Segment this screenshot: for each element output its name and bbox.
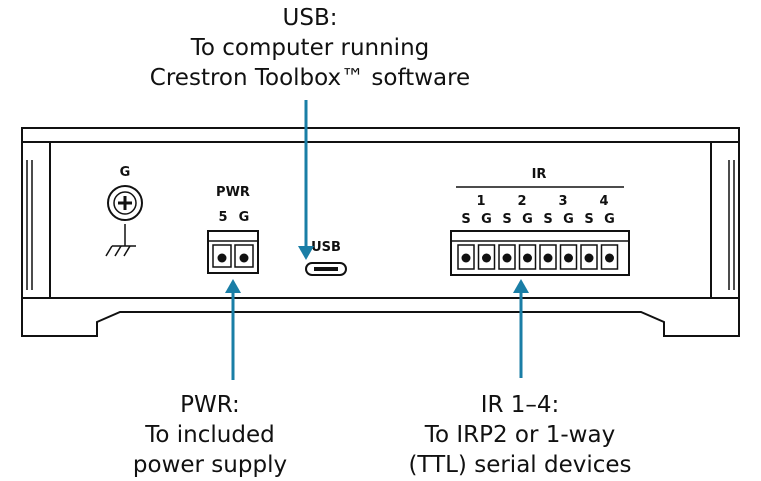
pwr-callout-title: PWR: xyxy=(180,392,240,418)
usb-port: USB xyxy=(305,240,347,276)
ir-terminal-slot xyxy=(477,244,496,270)
ir-terminal-screw xyxy=(502,253,512,263)
ir-terminal-screw xyxy=(461,253,471,263)
usb-callout-line2: To computer running xyxy=(190,35,430,61)
usb-callout-title: USB: xyxy=(282,5,338,31)
ir-pin-label: G xyxy=(604,212,615,227)
ir-pin-label: G xyxy=(481,212,492,227)
ir-callout-line2: To IRP2 or 1-way xyxy=(424,422,616,448)
ir-terminal-screw xyxy=(523,253,532,263)
pwr-label: PWR xyxy=(216,185,250,200)
ir-pin-label: G xyxy=(522,212,533,227)
ir-terminal-slot xyxy=(580,244,598,270)
ir-terminal-slot xyxy=(518,244,537,270)
ir-pin-label: S xyxy=(502,212,511,227)
pwr-arrow xyxy=(225,279,241,380)
pwr-callout-line3: power supply xyxy=(132,452,288,478)
ir-terminal-screw xyxy=(605,253,614,263)
pwr-pin-g-label: G xyxy=(239,210,250,225)
ir-terminal-slot xyxy=(498,244,516,270)
ir-channel-3-label: 3 xyxy=(558,194,567,209)
ir-pin-label: G xyxy=(563,212,574,227)
side-vents xyxy=(26,160,735,290)
ir-terminal-screw xyxy=(482,253,491,263)
ir-terminal-screw xyxy=(543,253,553,263)
pwr-callout-line2: To included xyxy=(145,422,275,448)
usb-arrow xyxy=(298,100,314,260)
ir-channel-4-label: 4 xyxy=(599,194,608,209)
ir-arrow xyxy=(513,279,529,378)
ir-label: IR xyxy=(532,167,547,182)
ir-terminal-screw xyxy=(584,253,594,263)
usb-port-label: USB xyxy=(311,240,341,255)
ir-callout-title: IR 1–4: xyxy=(480,392,560,418)
pwr-connector: PWR 5 G xyxy=(207,185,259,274)
ir-channel-1-label: 1 xyxy=(476,194,485,209)
usb-callout-line3: Crestron Toolbox™ software xyxy=(149,65,471,91)
callout-arrows xyxy=(225,100,529,380)
ir-pin-label: S xyxy=(584,212,593,227)
ir-terminal-slot xyxy=(539,244,557,270)
ir-terminals xyxy=(457,244,619,270)
ir-channel-2-label: 2 xyxy=(517,194,526,209)
pwr-callout: PWR: To included power supply xyxy=(90,390,330,480)
ir-terminal-slot xyxy=(457,244,475,270)
ir-pin-label: S xyxy=(461,212,470,227)
ir-terminal-screw xyxy=(564,253,573,263)
ir-pin-label: S xyxy=(543,212,552,227)
ir-callout-line3: (TTL) serial devices xyxy=(408,452,632,478)
ir-terminal-slot xyxy=(600,244,619,270)
device-body xyxy=(21,127,740,337)
ground-screw: G xyxy=(105,165,143,257)
usb-callout: USB: To computer running Crestron Toolbo… xyxy=(110,3,510,93)
pwr-pin-5-label: 5 xyxy=(218,210,227,225)
ir-channel-labels: 1 2 3 4 xyxy=(476,194,608,209)
ir-callout: IR 1–4: To IRP2 or 1-way (TTL) serial de… xyxy=(350,390,690,480)
ir-terminal-slot xyxy=(559,244,578,270)
ground-label: G xyxy=(120,165,131,180)
